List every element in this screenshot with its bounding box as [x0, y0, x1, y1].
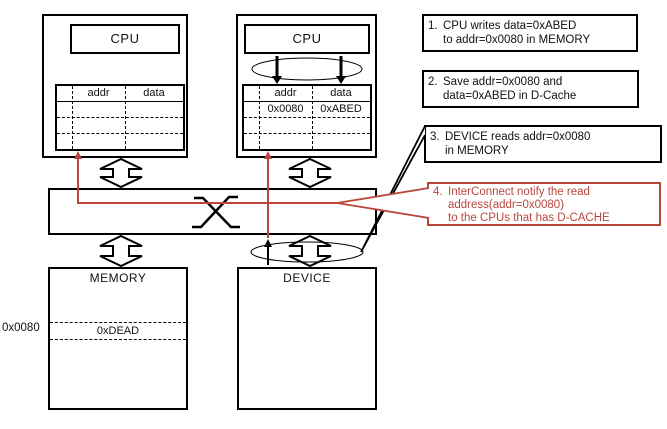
cpu1-interconnect-arrow-icon — [99, 157, 143, 189]
note-3-line: DEVICE reads addr=0x0080 — [445, 131, 591, 143]
note-4-line: to the CPUs that has D-CACHE — [448, 212, 610, 224]
note-1: 1. CPU writes data=0xABED to addr=0x0080… — [422, 14, 638, 52]
cpu1-col-data-header: data — [143, 87, 165, 99]
device-read-arrowhead-icon — [264, 239, 272, 247]
cpu2-col-data-header: data — [330, 87, 352, 99]
cpu2-col-addr-header: addr — [274, 87, 297, 99]
memory-row-rule — [50, 339, 186, 340]
note-1-line: to addr=0x0080 in MEMORY — [443, 34, 591, 46]
note-3: 3. DEVICE reads addr=0x0080 in MEMORY — [424, 125, 662, 163]
device-read-highlight-ellipse — [250, 241, 364, 263]
note-4-number: 4. — [433, 186, 443, 198]
interconnect-device-arrow-icon — [288, 234, 332, 268]
note-4: 4. InterConnect notify the read address(… — [427, 182, 661, 226]
cpu2-cached-addr: 0x0080 — [267, 103, 304, 115]
memory-stored-value: 0xDEAD — [96, 325, 140, 337]
cpu1-dcache-table: addr data — [55, 84, 185, 151]
cpu2-row-rule — [244, 117, 370, 118]
cpu1-header-rule — [57, 101, 183, 102]
memory-title: MEMORY — [89, 271, 147, 285]
cpu1-row-rule — [57, 133, 183, 134]
cpu2-label-box: CPU — [244, 24, 370, 54]
device-box: DEVICE — [237, 267, 377, 410]
note-2-line: Save addr=0x0080 and — [443, 76, 563, 88]
note-1-number: 1. — [428, 20, 438, 32]
memory-box: MEMORY 0xDEAD — [48, 267, 188, 410]
note-2-number: 2. — [428, 76, 438, 88]
note-2: 2. Save addr=0x0080 and data=0xABED in D… — [422, 70, 639, 108]
note-3-number: 3. — [430, 131, 440, 143]
cpu2-row-rule — [244, 133, 370, 134]
note-4-line: InterConnect notify the read — [448, 186, 590, 198]
note-4-line: address(addr=0x0080) — [448, 199, 565, 211]
cpu2-cached-data: 0xABED — [320, 103, 362, 115]
cpu1-title: CPU — [110, 31, 140, 46]
cpu2-title: CPU — [292, 31, 322, 46]
interconnect-memory-arrow-icon — [99, 234, 143, 268]
device-title: DEVICE — [283, 271, 331, 285]
note-3-line: in MEMORY — [445, 145, 509, 157]
memory-row-rule — [50, 322, 186, 323]
cpu2-dcache-table: addr data 0x0080 0xABED — [242, 84, 372, 151]
memory-address-label: 0x0080 — [2, 322, 40, 334]
cpu1-label-box: CPU — [70, 24, 180, 54]
note-2-line: data=0xABED in D-Cache — [443, 90, 577, 102]
note-1-line: CPU writes data=0xABED — [443, 20, 577, 32]
cpu2-interconnect-arrow-icon — [288, 157, 332, 189]
cpu1-row-rule — [57, 117, 183, 118]
interconnect-bar — [48, 188, 377, 235]
cpu1-col-addr-header: addr — [87, 87, 110, 99]
cpu2-header-rule — [244, 101, 370, 102]
